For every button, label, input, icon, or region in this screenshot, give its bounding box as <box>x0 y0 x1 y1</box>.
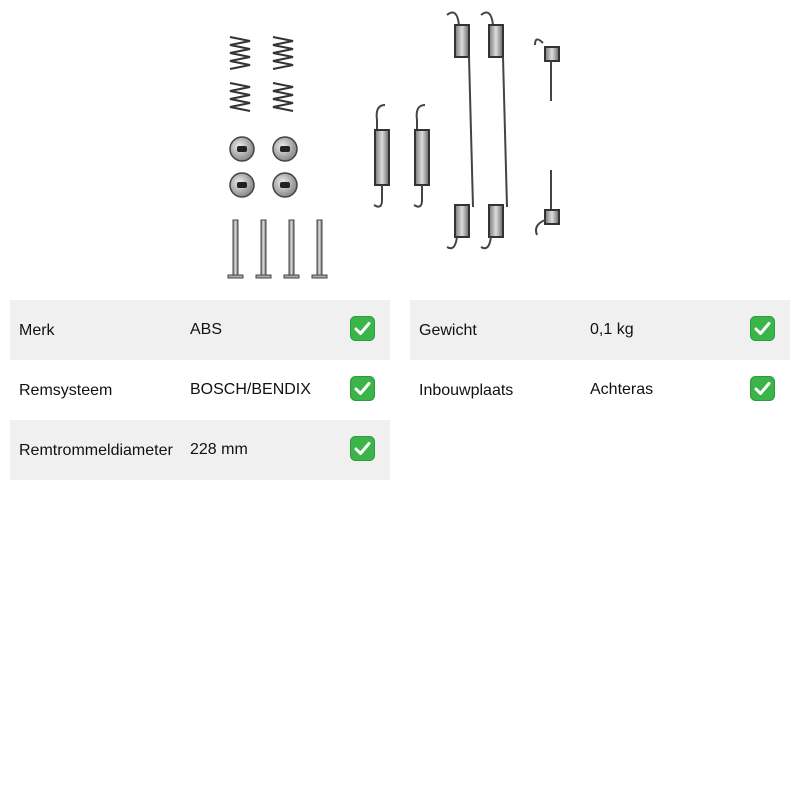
spec-table-left: Merk ABS Remsysteem BOSCH/BENDIX Remtrom… <box>10 300 390 480</box>
spec-label: Remsysteem <box>19 382 113 399</box>
spec-value: 228 mm <box>190 441 248 458</box>
spec-value: Achteras <box>590 381 654 398</box>
spec-label: Merk <box>19 322 55 339</box>
spec-label: Inbouwplaats <box>419 382 514 399</box>
spec-row-remsysteem: Remsysteem BOSCH/BENDIX <box>10 360 390 420</box>
spec-label: Remtrommeldiameter <box>19 442 173 459</box>
green-checkmark-icon <box>350 376 375 401</box>
green-checkmark-icon <box>350 436 375 461</box>
spec-value: BOSCH/BENDIX <box>190 381 311 398</box>
green-checkmark-icon <box>750 316 775 341</box>
spec-row-merk: Merk ABS <box>10 300 390 360</box>
spec-row-gewicht: Gewicht 0,1 kg <box>410 300 790 360</box>
spec-row-remtrommeldiameter: Remtrommeldiameter 228 mm <box>10 420 390 480</box>
green-checkmark-icon <box>350 316 375 341</box>
spec-table-right: Gewicht 0,1 kg Inbouwplaats Achteras <box>410 300 790 420</box>
spec-row-inbouwplaats: Inbouwplaats Achteras <box>410 360 790 420</box>
product-image <box>215 5 585 290</box>
green-checkmark-icon <box>750 376 775 401</box>
spec-value: 0,1 kg <box>590 321 634 338</box>
spec-value: ABS <box>190 321 223 338</box>
brake-shoe-fitting-kit-icon <box>227 11 560 279</box>
spec-label: Gewicht <box>419 322 477 339</box>
